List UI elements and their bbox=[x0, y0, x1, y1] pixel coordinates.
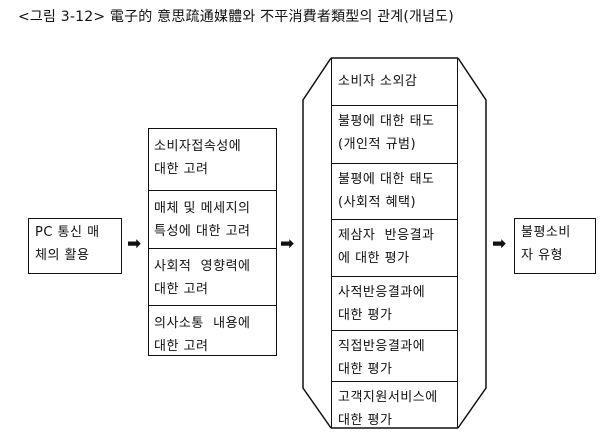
response-item: 제삼자 반응결과 에 대한 평가 bbox=[332, 219, 457, 276]
factor-label-line2: 대한 고려 bbox=[154, 162, 209, 177]
factor-label-line2: 특성에 대한 고려 bbox=[154, 224, 251, 239]
response-item: 사적반응결과에 대한 평가 bbox=[332, 276, 457, 330]
response-label-line1: 불평에 대한 태도 bbox=[338, 114, 435, 129]
pc-communication-box: PC 통신 매 체의 활용 bbox=[28, 218, 122, 274]
pc-box-line1: PC 통신 매 bbox=[35, 225, 100, 240]
response-label-line1: 고객지원서비스에 bbox=[338, 390, 438, 405]
response-label-line1: 직접반응결과에 bbox=[338, 339, 426, 354]
response-label-line1: 사적반응결과에 bbox=[338, 285, 426, 300]
response-label-line1: 소비자 소외감 bbox=[338, 74, 418, 89]
factor-label-line1: 소비자접속성에 bbox=[154, 139, 242, 154]
response-label-line2: 대한 평가 bbox=[338, 362, 393, 377]
response-label-line2: 대한 평가 bbox=[338, 308, 393, 323]
arrow-right-icon: ➡ bbox=[280, 234, 295, 254]
response-item: 직접반응결과에 대한 평가 bbox=[332, 330, 457, 381]
response-item: 소비자 소외감 bbox=[332, 58, 457, 105]
factor-label-line1: 매체 및 메세지의 bbox=[154, 201, 251, 216]
consideration-factors-stack: 소비자접속성에 대한 고려 매체 및 메세지의 특성에 대한 고려 사회적 영향… bbox=[148, 128, 277, 356]
factor-label-line1: 사회적 영향력에 bbox=[154, 259, 251, 274]
factor-communication-content: 의사소통 내용에 대한 고려 bbox=[149, 306, 276, 357]
response-label-line2: (사회적 혜택) bbox=[338, 195, 417, 210]
response-label-line1: 불평에 대한 태도 bbox=[338, 172, 435, 187]
factor-label-line1: 의사소통 내용에 bbox=[154, 316, 251, 331]
response-item: 고객지원서비스에 대한 평가 bbox=[332, 381, 457, 428]
factor-social-influence: 사회적 영향력에 대한 고려 bbox=[149, 249, 276, 306]
result-line1: 불평소비 bbox=[521, 225, 571, 240]
response-item: 불평에 대한 태도 (개인적 규범) bbox=[332, 105, 457, 163]
result-line2: 자 유형 bbox=[521, 248, 564, 263]
response-item: 불평에 대한 태도 (사회적 혜택) bbox=[332, 163, 457, 219]
arrow-right-icon: ➡ bbox=[127, 234, 142, 254]
factor-label-line2: 대한 고려 bbox=[154, 339, 209, 354]
figure-title: <그림 3-12> 電子的 意思疏通媒體와 不平消費者類型의 관계(개념도) bbox=[18, 9, 454, 25]
complaint-response-stack: 소비자 소외감 불평에 대한 태도 (개인적 규범) 불평에 대한 태도 (사회… bbox=[331, 58, 458, 428]
arrow-right-icon: ➡ bbox=[492, 234, 507, 254]
factor-media-message: 매체 및 메세지의 특성에 대한 고려 bbox=[149, 191, 276, 249]
response-label-line2: 대한 평가 bbox=[338, 413, 393, 428]
response-label-line2: (개인적 규범) bbox=[338, 137, 417, 152]
factor-consumer-access: 소비자접속성에 대한 고려 bbox=[149, 129, 276, 191]
factor-label-line2: 대한 고려 bbox=[154, 282, 209, 297]
response-label-line2: 에 대한 평가 bbox=[338, 251, 410, 266]
response-label-line1: 제삼자 반응결과 bbox=[338, 228, 435, 243]
complaining-consumer-type-box: 불평소비 자 유형 bbox=[514, 218, 596, 274]
pc-box-line2: 체의 활용 bbox=[35, 248, 90, 263]
